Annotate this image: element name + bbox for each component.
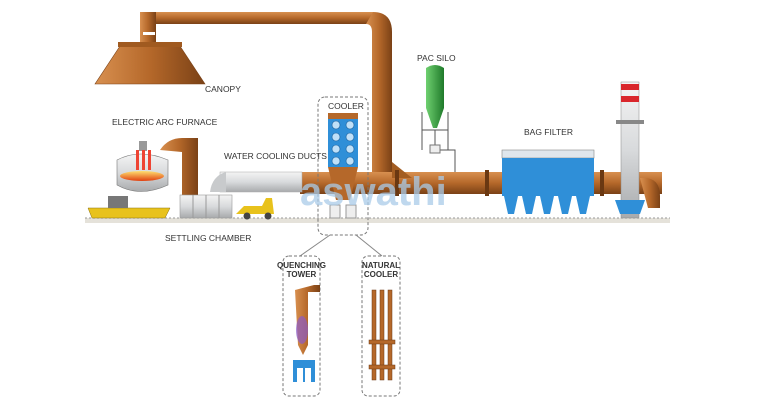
settling-chamber-label: SETTLING CHAMBER (165, 233, 251, 243)
natural-cooler-label-line1: NATURAL (362, 261, 400, 270)
connector-line (299, 234, 331, 257)
cooler-label: COOLER (328, 101, 364, 111)
water-cooling-ducts (160, 138, 303, 195)
pac-silo (421, 65, 456, 172)
cooler (328, 113, 358, 219)
natural-cooler-label-line2: COOLER (364, 270, 398, 279)
natural-cooler-frame (361, 255, 401, 397)
ground (85, 218, 670, 223)
canopy-label: CANOPY (205, 84, 241, 94)
bag-filter (501, 149, 595, 214)
stack (615, 81, 645, 219)
quenching-tower-label-line1: QUENCHING (277, 261, 326, 270)
bag-filter-label: BAG FILTER (524, 127, 573, 137)
quenching-tower-frame (282, 255, 321, 397)
settling-chamber (179, 194, 233, 219)
electric-arc-furnace-label: ELECTRIC ARC FURNACE (112, 117, 218, 127)
wheel-loader (236, 198, 274, 220)
canopy-duct (140, 12, 392, 180)
cooler-frame (317, 96, 369, 236)
pac-silo-label: PAC SILO (417, 53, 456, 63)
watermark: aswathi (300, 170, 447, 214)
connector-line (355, 234, 383, 257)
quenching-tower (293, 285, 320, 382)
canopy (94, 42, 206, 85)
water-cooling-ducts-label: WATER COOLING DUCTS (224, 151, 327, 161)
quenching-tower-label-line2: TOWER (287, 270, 317, 279)
natural-cooler (368, 289, 396, 381)
electric-arc-furnace (87, 141, 171, 219)
